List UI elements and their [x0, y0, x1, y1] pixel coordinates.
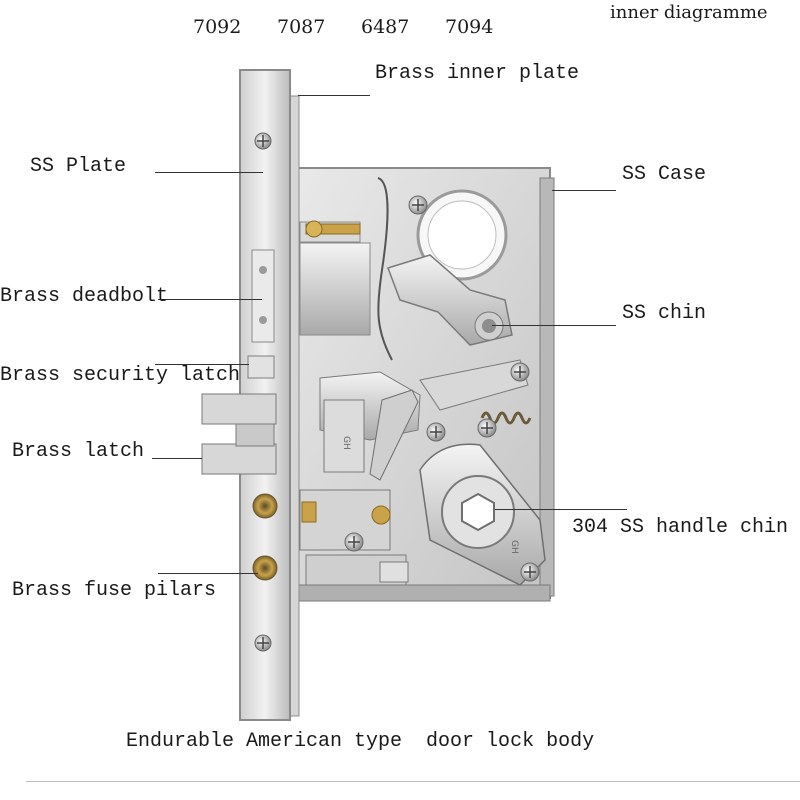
- divider: [26, 781, 800, 782]
- label-brass-security-latch: Brass security latch: [0, 364, 241, 387]
- brass-deadbolt: [251, 249, 275, 343]
- caption: Endurable American type door lock body: [126, 730, 595, 753]
- label-ss-chin: SS chin: [622, 302, 707, 325]
- leader-line: [155, 172, 263, 173]
- label-brass-latch: Brass latch: [12, 440, 145, 463]
- leader-line: [495, 509, 627, 510]
- brass-fuse-pilars: [252, 493, 278, 581]
- model-number: 6487: [361, 16, 410, 38]
- model-number: 7092: [193, 16, 242, 38]
- leader-line: [152, 458, 202, 459]
- model-number: 7094: [445, 16, 494, 38]
- leader-line: [158, 573, 258, 574]
- engraving: GH: [509, 540, 519, 554]
- model-number: 7087: [277, 16, 326, 38]
- label-brass-deadbolt: Brass deadbolt: [0, 285, 169, 308]
- diagram-title: inner diagramme: [610, 2, 768, 23]
- leader-line: [158, 299, 262, 300]
- label-brass-inner-plate: Brass inner plate: [375, 62, 580, 85]
- leader-line: [298, 95, 370, 96]
- brass-security-latch: [247, 355, 275, 379]
- label-ss-case: SS Case: [622, 163, 707, 186]
- leader-line: [155, 364, 249, 365]
- label-handle-chin: 304 SS handle chin: [572, 516, 789, 539]
- engraving: GH: [341, 436, 351, 450]
- mechanism: GH GH: [299, 177, 546, 586]
- label-brass-fuse-pilars: Brass fuse pilars: [12, 579, 217, 602]
- leader-line: [492, 325, 616, 326]
- brass-latch: [201, 393, 277, 475]
- leader-line: [552, 190, 616, 191]
- label-ss-plate: SS Plate: [30, 155, 127, 178]
